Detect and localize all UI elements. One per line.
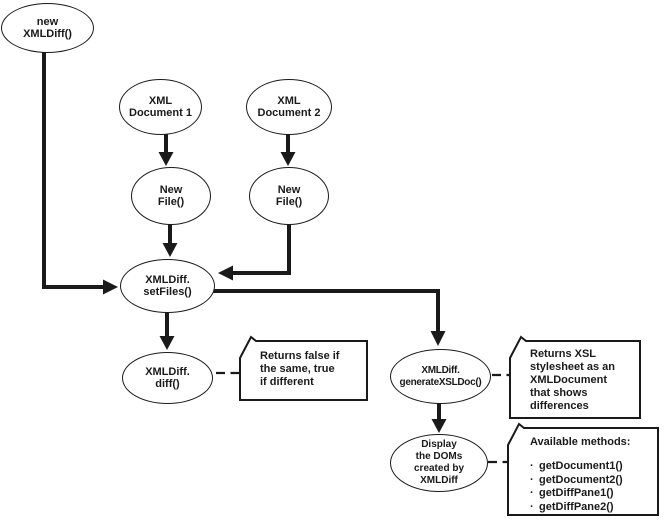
arrowhead-into-diff <box>159 336 175 350</box>
arrowhead-into-setfiles-top <box>162 243 178 257</box>
method-item: · getDocument1() <box>530 460 654 474</box>
folded-corner-note-shape <box>239 335 368 401</box>
method-label: getDocument2() <box>539 473 623 486</box>
note-text-diff-result: Returns false if the same, true if diffe… <box>260 350 340 388</box>
note-heading-available-methods: Available methods: <box>530 436 631 448</box>
node-new-file-2: New File() <box>249 167 329 225</box>
method-label: getDiffPane1() <box>539 487 614 499</box>
folded-corner-note-shape <box>509 335 641 419</box>
bullet-icon: · <box>530 487 534 499</box>
method-label: getDocument1() <box>539 460 623 472</box>
method-label: getDiffPane2() <box>539 500 614 513</box>
edge-new-xmldiff-to-setfiles <box>42 52 103 289</box>
note-box-available-methods: Available methods: · getDocument1() · ge… <box>507 422 659 516</box>
arrowhead-into-new-file-2 <box>280 152 296 166</box>
node-new-file-1: New File() <box>131 167 211 225</box>
edge-setfiles-to-generatexsldoc <box>213 289 440 331</box>
edge-new-file-2-to-setfiles <box>233 224 291 275</box>
node-generatexsldoc: XMLDiff. generateXSLDoc() <box>390 349 491 404</box>
bullet-icon: · <box>530 500 534 513</box>
note-box-xsl-result: Returns XSL stylesheet as an XMLDocument… <box>509 335 641 419</box>
method-item: · getDocument2() <box>530 474 654 488</box>
method-item: · getDiffPane1() <box>530 487 654 501</box>
arrowhead-into-display-doms <box>431 419 447 433</box>
method-list: · getDocument1() · getDocument2() · getD… <box>530 460 654 514</box>
node-diff: XMLDiff. diff() <box>122 352 213 404</box>
folded-corner-note-shape <box>507 422 659 516</box>
node-display-doms: Display the DOMs created by XMLDiff <box>390 434 488 492</box>
bullet-icon: · <box>530 460 534 472</box>
method-item: · getDiffPane2() <box>530 501 654 515</box>
bullet-icon: · <box>530 473 534 486</box>
node-new-xmldiff: new XMLDiff() <box>1 3 94 53</box>
arrowhead-into-setfiles-right <box>218 265 233 281</box>
node-xml-document-2: XML Document 2 <box>246 79 332 135</box>
arrowhead-into-setfiles-left <box>103 279 118 295</box>
arrowhead-into-generatexsldoc <box>430 331 446 346</box>
node-setfiles: XMLDiff. setFiles() <box>120 259 215 313</box>
arrowhead-into-new-file-1 <box>158 152 174 166</box>
note-box-diff-result: Returns false if the same, true if diffe… <box>239 335 368 401</box>
node-xml-document-1: XML Document 1 <box>119 79 202 135</box>
note-text-xsl-result: Returns XSL stylesheet as an XMLDocument… <box>530 348 615 412</box>
